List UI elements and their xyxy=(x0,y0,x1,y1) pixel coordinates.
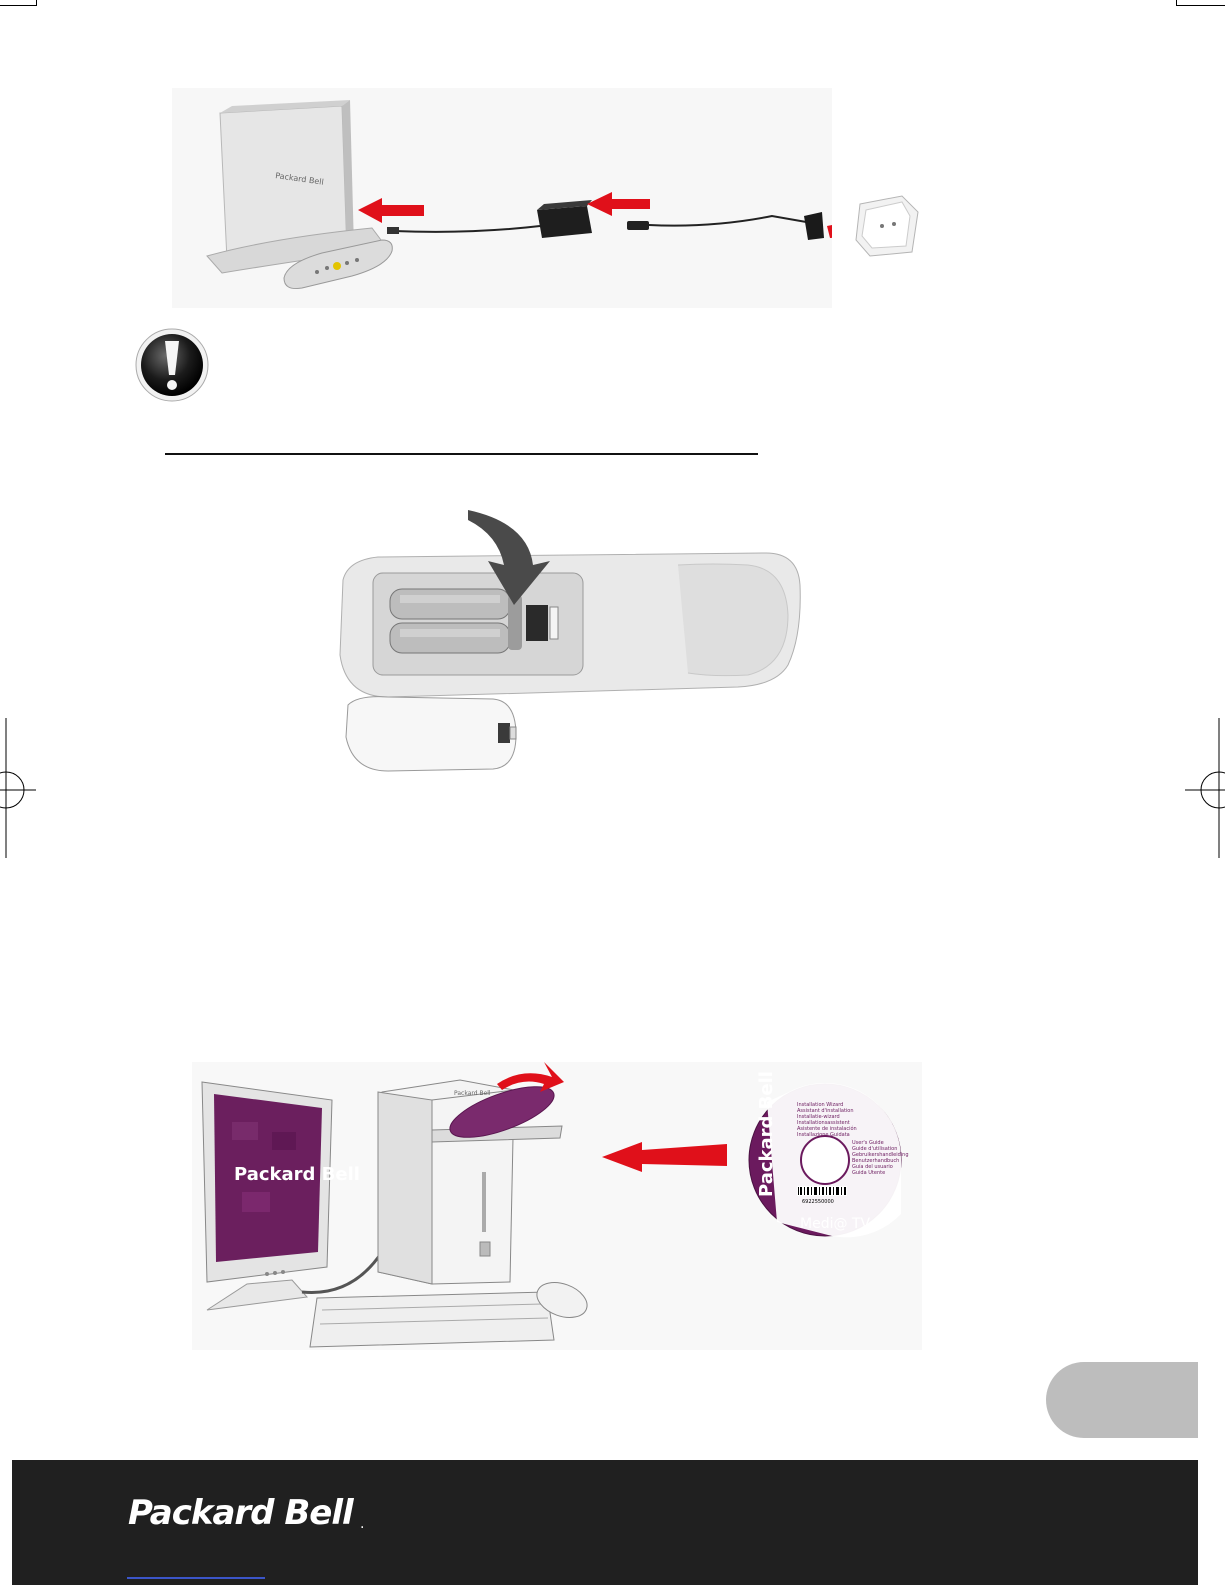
cd-tray xyxy=(431,1086,563,1143)
keyboard xyxy=(309,1291,555,1348)
footer-link-underline[interactable] xyxy=(127,1577,265,1579)
arrow-icon xyxy=(468,510,550,605)
remote-control xyxy=(283,239,393,289)
power-connection-illustration: Packard Bell xyxy=(172,88,832,308)
power-plug xyxy=(804,212,824,240)
arrow-icon xyxy=(358,198,424,223)
install-cd: Packard Bell Medi@ TV Installation Wizar… xyxy=(748,1071,909,1238)
packard-bell-logo: Packard Bell . xyxy=(128,1493,364,1533)
power-adapter xyxy=(537,200,592,238)
cd-guide-item: Guide d'utilisation xyxy=(852,1146,897,1152)
wall-socket-illustration xyxy=(855,195,919,257)
crop-mark xyxy=(1176,5,1225,6)
battery xyxy=(389,622,511,654)
cd-guide-item: Guía del usuario xyxy=(852,1163,893,1170)
cd-guide-item: User's Guide xyxy=(852,1140,884,1146)
cd-guide-item: Benutzerhandbuch xyxy=(852,1158,899,1164)
cd-menu-item: Installazione Guidata xyxy=(797,1132,850,1138)
section-divider xyxy=(165,453,758,455)
cd-menu-item: Installatie-wizard xyxy=(797,1114,840,1120)
arrow-icon xyxy=(587,192,650,216)
barcode: 6922550000 xyxy=(797,1186,847,1205)
remote-battery-illustration xyxy=(339,510,801,772)
cd-menu-item: Assistant d'installation xyxy=(797,1108,854,1114)
arrow-icon xyxy=(827,225,832,238)
svg-text:Packard Bell: Packard Bell xyxy=(454,1090,491,1097)
footer-bar xyxy=(12,1460,1198,1585)
monitor-brand: Packard Bell xyxy=(234,1164,360,1185)
footer-brand-mark: . xyxy=(360,1516,364,1532)
cd-brand: Packard Bell xyxy=(756,1071,777,1197)
cd-guide-item: Gebruikershandleiding xyxy=(852,1152,909,1158)
battery xyxy=(389,588,511,620)
crop-mark xyxy=(36,0,37,6)
cd-guide-item: Guida Utente xyxy=(852,1170,885,1176)
warning-icon xyxy=(135,328,209,402)
crop-mark xyxy=(1176,0,1177,6)
mouse xyxy=(536,1282,588,1318)
page-number-tab xyxy=(1046,1362,1198,1438)
footer-brand: Packard Bell xyxy=(128,1493,355,1533)
arrow-icon xyxy=(497,1062,564,1092)
cd-menu-item: Installation Wizard xyxy=(797,1102,843,1108)
arrow-icon xyxy=(602,1142,727,1172)
barcode-number: 6922550000 xyxy=(802,1199,834,1205)
registration-mark xyxy=(0,718,36,858)
pc-cd-install-illustration: Packard Bell Packard Bell xyxy=(192,1062,922,1350)
cd-menu-item: Asistente de instalación xyxy=(797,1125,857,1132)
registration-mark xyxy=(1185,718,1225,858)
cd-menu-item: Installationsassistent xyxy=(797,1120,850,1126)
cd-title: Medi@ TV xyxy=(800,1216,870,1232)
crop-mark xyxy=(0,5,36,6)
battery-cover xyxy=(345,696,517,772)
monitor: Packard Bell xyxy=(201,1081,360,1311)
